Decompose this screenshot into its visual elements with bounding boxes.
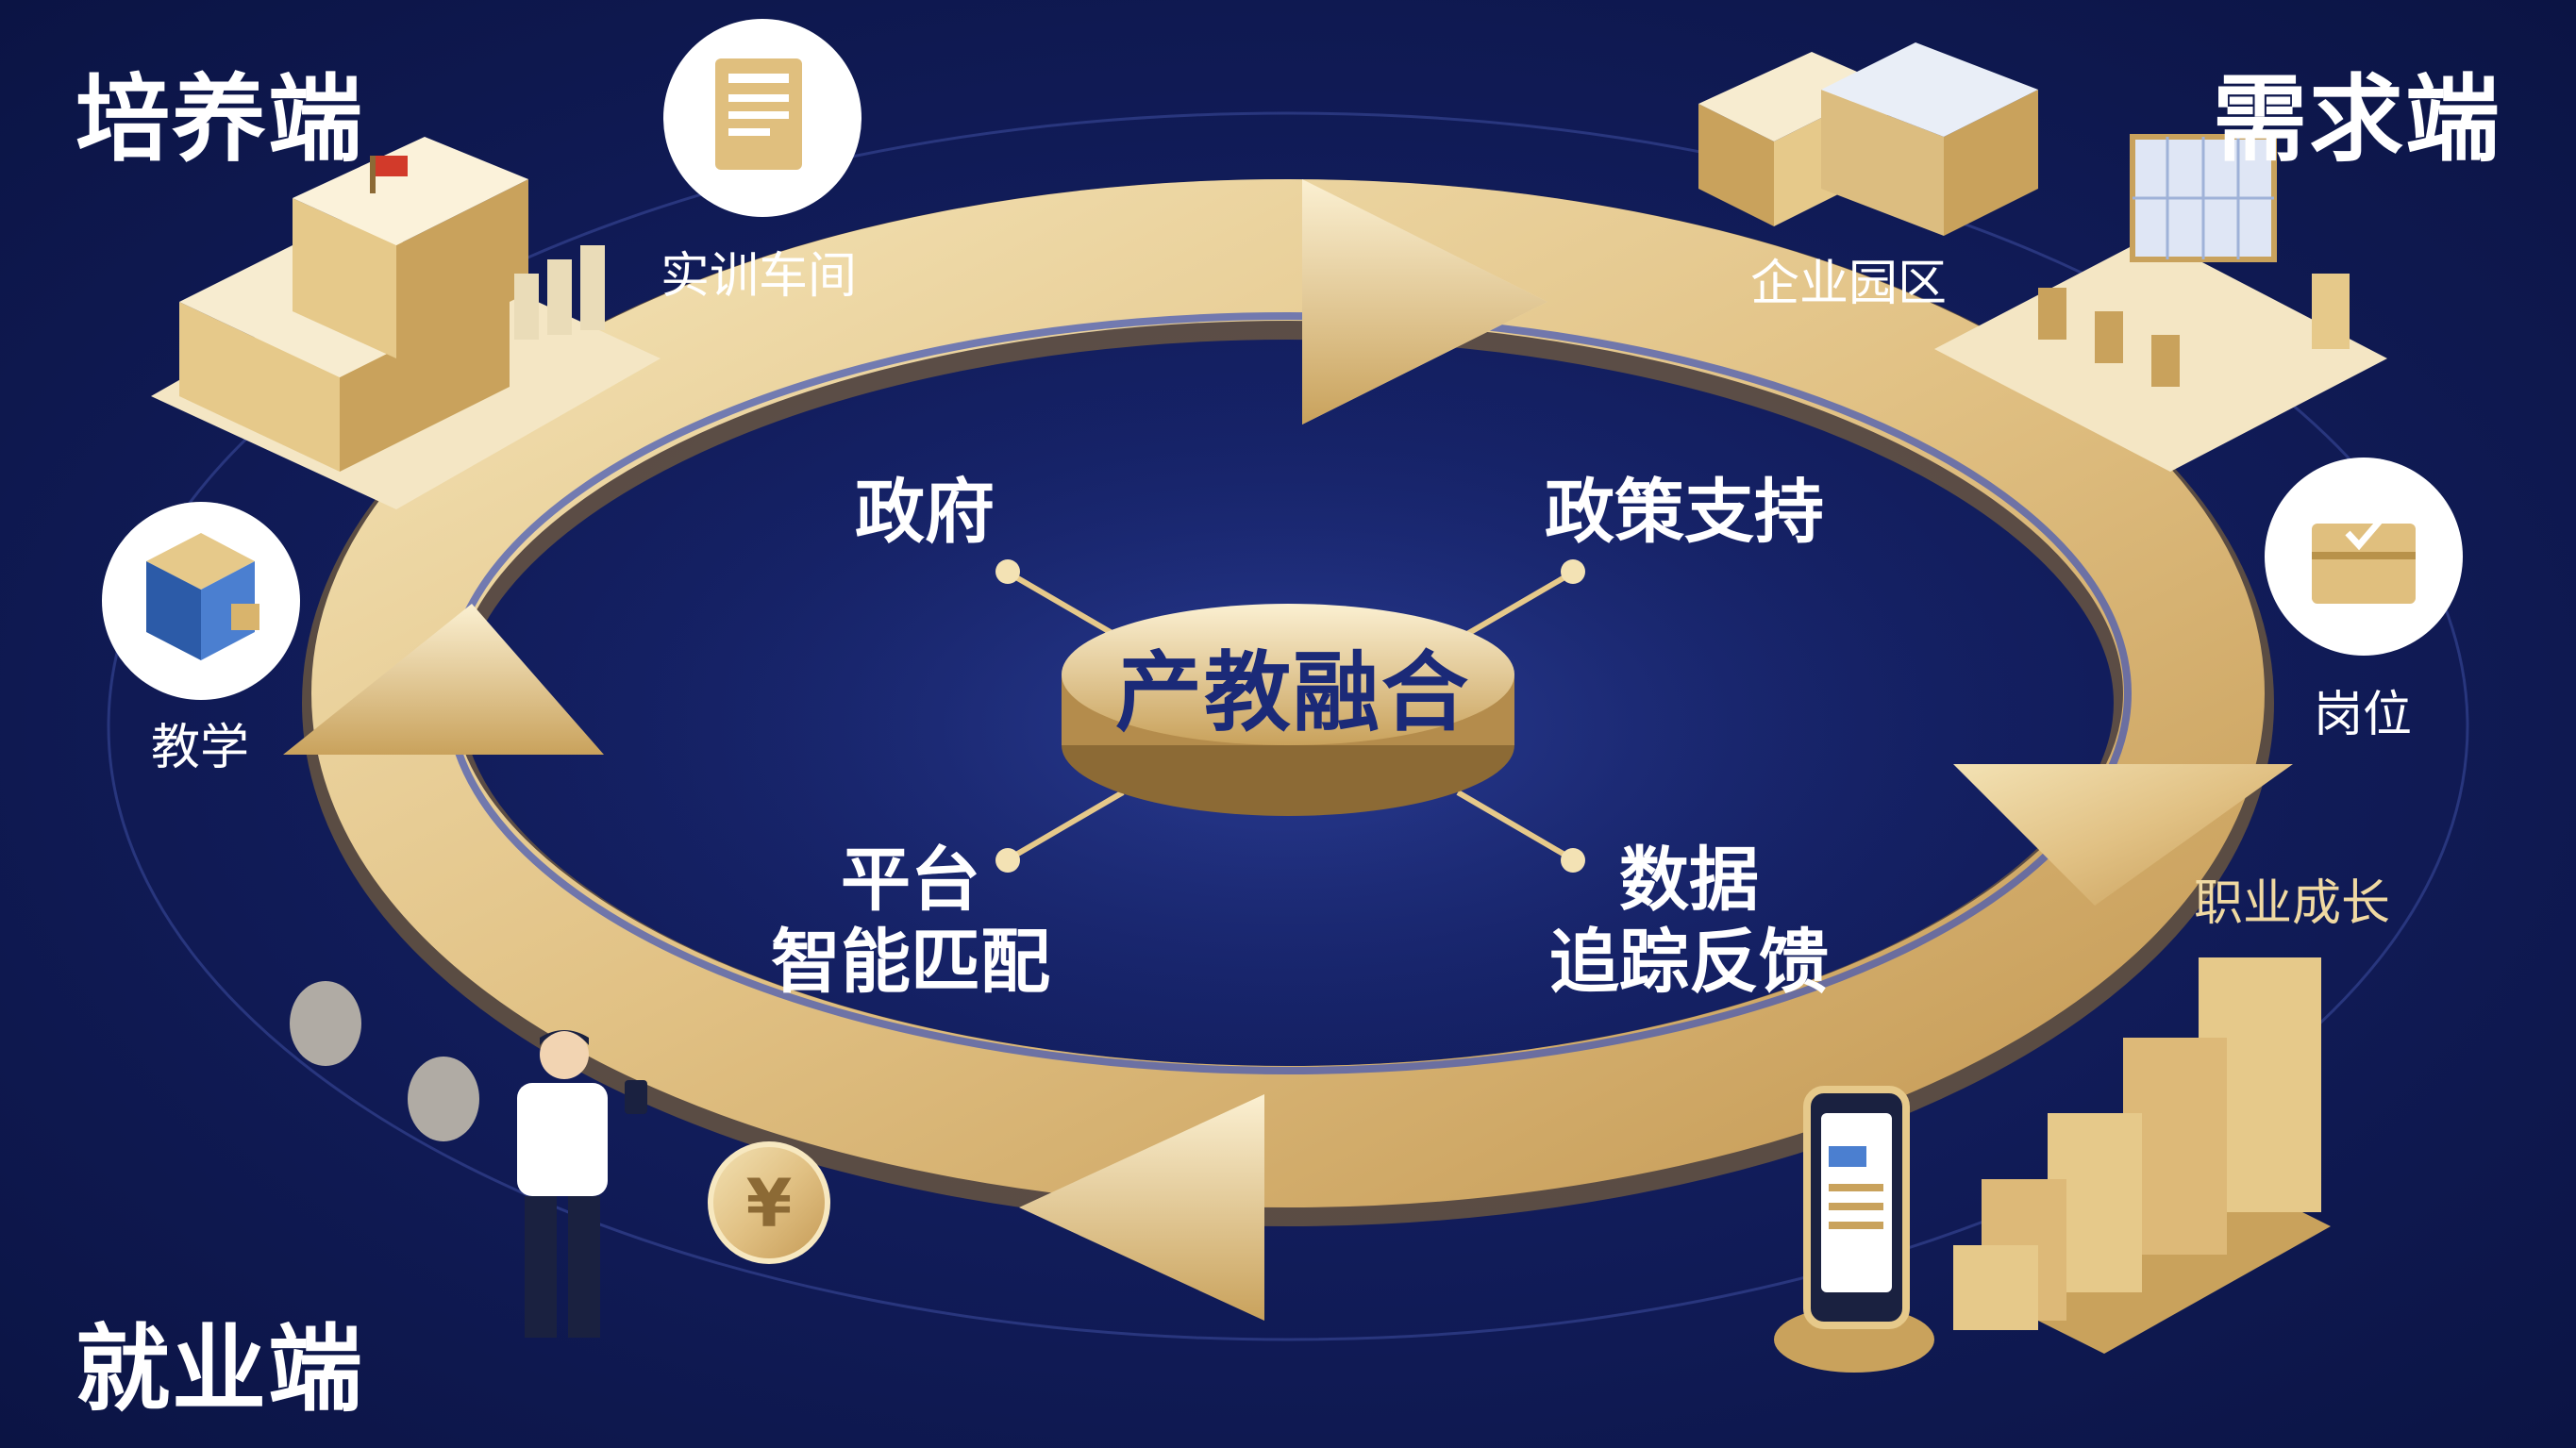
person-with-phone-icon — [517, 1030, 647, 1338]
spoke-label-platform-line2: 智能匹配 — [771, 922, 1050, 1004]
spoke-label-platform-line1: 平台 — [841, 840, 980, 921]
spoke-label-policy: 政策支持 — [1545, 472, 1824, 553]
people-silhouettes — [290, 981, 479, 1141]
spokes — [1008, 571, 1573, 861]
arrowhead-bottom — [1019, 1094, 1264, 1321]
node-label-training-workshop: 实训车间 — [661, 248, 858, 305]
node-label-position: 岗位 — [2314, 687, 2413, 743]
node-label-enterprise-park: 企业园区 — [1750, 256, 1948, 312]
outer-orbit-ring — [107, 111, 2469, 1341]
spoke-dots — [995, 559, 1585, 873]
spoke-label-government: 政府 — [855, 472, 995, 553]
document-icon — [663, 19, 861, 217]
spoke-label-data-line2: 追踪反馈 — [1549, 922, 1829, 1004]
node-label-career-growth: 职业成长 — [2194, 875, 2391, 932]
arrowhead-top-fill — [1302, 179, 1547, 424]
briefcase-icon — [2265, 458, 2463, 656]
arrowhead-left — [283, 604, 604, 755]
corner-title-training: 培养端 — [75, 64, 364, 175]
center-disc — [1062, 604, 1514, 816]
staircase-bars-icon — [1953, 957, 2331, 1354]
office-building-icon — [1698, 42, 2038, 236]
spoke-label-data-line1: 数据 — [1619, 840, 1759, 921]
center-label: 产教融合 — [1114, 642, 1470, 743]
corner-title-employment: 就业端 — [75, 1314, 364, 1424]
node-label-teaching: 教学 — [151, 720, 250, 776]
box-icon — [102, 502, 300, 700]
school-building-icon — [151, 137, 661, 509]
corner-title-demand: 需求端 — [2213, 64, 2501, 175]
smartphone-icon — [1774, 1086, 1934, 1373]
arrowhead-right — [1953, 764, 2293, 906]
yuan-coin-icon: ¥ — [708, 1141, 830, 1264]
spoke-label-data: 数据 追踪反馈 — [1529, 840, 1849, 1005]
svg-text:¥: ¥ — [746, 1165, 793, 1242]
factory-icon — [1934, 134, 2387, 472]
spoke-label-platform: 平台 智能匹配 — [755, 840, 1066, 1005]
